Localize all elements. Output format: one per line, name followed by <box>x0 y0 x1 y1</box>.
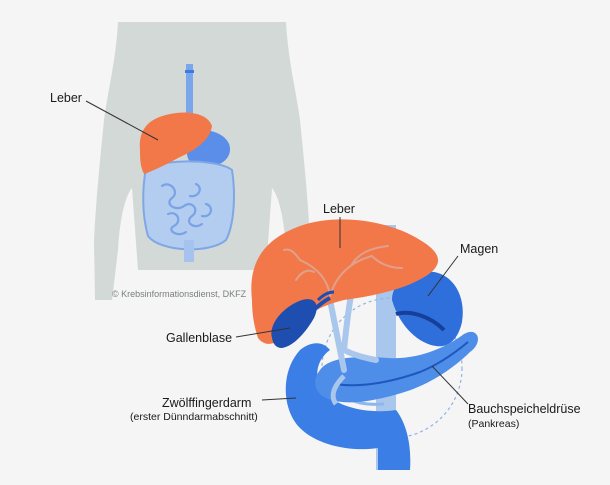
small-rectum-icon <box>184 240 194 262</box>
stomach-highlight <box>395 310 446 332</box>
small-intestine-icon <box>142 160 235 251</box>
label-stomach: Magen <box>460 242 499 256</box>
leader-line-stomach <box>427 255 459 297</box>
label-body-liver: Leber <box>50 91 82 105</box>
leader-line-gallbladder <box>235 327 291 338</box>
body-overview <box>85 22 310 300</box>
label-gallbladder: Gallenblase <box>166 331 233 345</box>
stomach-icon <box>392 271 463 347</box>
leader-line-duodenum <box>261 397 297 401</box>
esophagus-band <box>185 70 194 73</box>
copyright-text: © Krebsinformationsdienst, DKFZ <box>112 289 247 299</box>
pancreatic-duct <box>335 341 469 387</box>
liver-vessels <box>283 245 403 297</box>
small-intestine-coils <box>160 182 212 236</box>
bile-duct-branch <box>330 374 346 406</box>
leader-line-body-liver <box>85 100 159 141</box>
leader-line-pancreas <box>431 365 469 405</box>
portal-vein <box>316 290 335 302</box>
duodenum-icon <box>285 343 411 470</box>
gallbladder-icon <box>271 299 317 348</box>
detail-organs <box>235 217 478 470</box>
label-pancreas-sub: (Pankreas) <box>468 418 520 430</box>
small-liver-icon <box>139 112 212 174</box>
label-duodenum-sub: (erster Dünndarmabschnitt) <box>130 411 258 423</box>
label-duodenum: Zwölffingerdarm <box>162 396 252 410</box>
cystic-duct <box>312 296 331 312</box>
label-pancreas: Bauchspeicheldrüse <box>468 402 581 416</box>
label-liver: Leber <box>323 202 355 216</box>
